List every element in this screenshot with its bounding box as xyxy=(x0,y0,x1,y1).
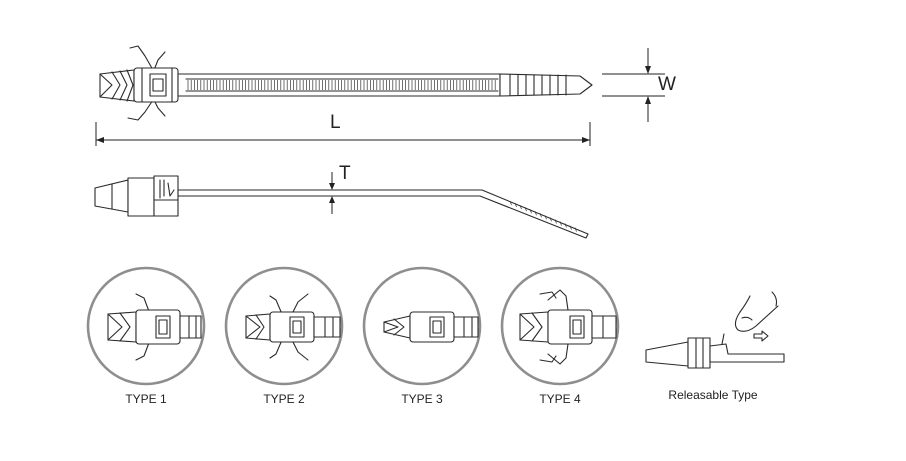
type-4-label: TYPE 4 xyxy=(539,392,581,406)
tie-side-view xyxy=(94,175,589,239)
releasable-type-label: Releasable Type xyxy=(668,388,758,402)
thickness-dimension xyxy=(329,172,335,214)
thickness-label: T xyxy=(339,163,351,184)
type-3-detail xyxy=(362,266,482,386)
length-label: L xyxy=(330,112,341,133)
type-2-label: TYPE 2 xyxy=(263,392,305,406)
type-1-label: TYPE 1 xyxy=(125,392,167,406)
width-label: W xyxy=(658,74,676,95)
width-dimension xyxy=(602,48,665,122)
type-1-detail xyxy=(86,266,206,386)
length-dimension xyxy=(95,122,591,146)
type-2-detail xyxy=(224,266,344,386)
releasable-type-detail xyxy=(645,291,785,369)
type-4-detail xyxy=(500,266,620,386)
tie-top-view xyxy=(99,45,593,121)
type-3-label: TYPE 3 xyxy=(401,392,443,406)
